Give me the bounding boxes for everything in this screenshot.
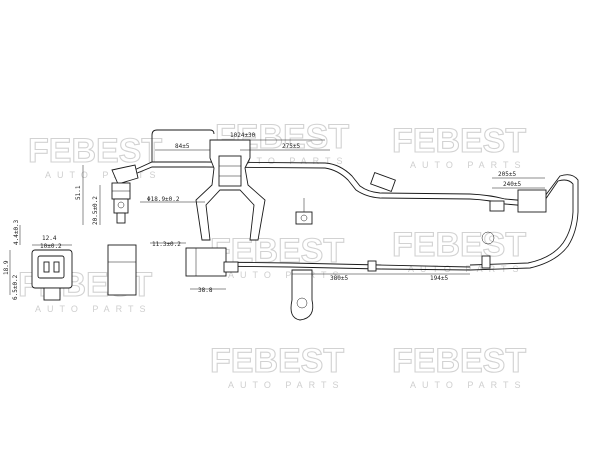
watermark-brand: FEBEST bbox=[28, 132, 162, 170]
mounting-tab bbox=[290, 269, 314, 321]
watermark-subtitle: AUTO PARTS bbox=[45, 170, 162, 180]
watermark-brand: FEBEST bbox=[392, 342, 526, 380]
wheel-speed-sensor bbox=[111, 164, 139, 224]
dim-connector-height: 18.9 bbox=[3, 260, 10, 275]
dim-sensor-height: 51.1 bbox=[75, 185, 82, 200]
watermark-brand: FEBEST bbox=[210, 342, 344, 380]
dim-connector-width: 12.4 bbox=[42, 235, 57, 242]
dim-205: 205±5 bbox=[498, 171, 516, 178]
watermark-subtitle: AUTO PARTS bbox=[232, 156, 349, 166]
dim-sensor-dia: Φ18.9±0.2 bbox=[147, 196, 180, 203]
watermark-subtitle: AUTO PARTS bbox=[35, 304, 152, 314]
watermark-subtitle: AUTO PARTS bbox=[228, 380, 345, 390]
harness-connector bbox=[370, 172, 547, 245]
watermark-logo-3: FEBEST AUTO PARTS bbox=[391, 121, 527, 170]
dim-380: 380±5 bbox=[330, 275, 348, 282]
dim-connector-pin-pitch: 4.4±0.3 bbox=[13, 219, 20, 245]
mounting-bracket bbox=[195, 139, 266, 241]
dim-connector-pin-span: 10±0.2 bbox=[40, 243, 62, 250]
watermark-subtitle: AUTO PARTS bbox=[410, 160, 527, 170]
watermark-logo-7: FEBEST AUTO PARTS bbox=[209, 341, 345, 390]
dim-sensor-tip: 20.5±0.2 bbox=[92, 196, 99, 225]
watermark-subtitle: AUTO PARTS bbox=[408, 264, 525, 274]
watermark-layer: FEBEST AUTO PARTS FEBEST AUTO PARTS FEBE… bbox=[17, 117, 527, 390]
dim-84: 84±5 bbox=[175, 143, 190, 150]
dimension-labels: 1024±30 84±5 275±5 205±5 240±5 380±5 194… bbox=[3, 132, 521, 300]
watermark-logo-1: FEBEST AUTO PARTS bbox=[27, 131, 162, 180]
cable-clip-lower-1 bbox=[367, 260, 377, 272]
watermark-logo-5: FEBEST AUTO PARTS bbox=[209, 231, 345, 280]
connector-detail bbox=[31, 249, 73, 301]
watermark-logo-8: FEBEST AUTO PARTS bbox=[391, 341, 527, 390]
dim-overall-length: 1024±30 bbox=[230, 132, 256, 139]
watermark-logo-6: FEBEST AUTO PARTS bbox=[391, 225, 526, 274]
dimension-lines bbox=[9, 139, 545, 295]
watermark-subtitle: AUTO PARTS bbox=[228, 270, 345, 280]
dim-connector-body: 6.5±0.2 bbox=[12, 274, 19, 300]
cable-clip-lower-2 bbox=[481, 255, 491, 269]
dim-194: 194±5 bbox=[430, 275, 448, 282]
dim-240: 240±5 bbox=[503, 181, 521, 188]
grommet-clip bbox=[185, 247, 239, 277]
sensor-tip-view bbox=[107, 244, 137, 296]
dim-275: 275±5 bbox=[282, 143, 300, 150]
cable bbox=[129, 129, 579, 271]
watermark-brand: FEBEST bbox=[392, 226, 526, 264]
dim-clip-offset: 11.3±0.2 bbox=[152, 241, 181, 248]
cable-clip-upper bbox=[295, 198, 313, 225]
watermark-subtitle: AUTO PARTS bbox=[410, 380, 527, 390]
watermark-brand: FEBEST bbox=[392, 122, 526, 160]
dim-grommet-length: 38.8 bbox=[198, 287, 213, 294]
